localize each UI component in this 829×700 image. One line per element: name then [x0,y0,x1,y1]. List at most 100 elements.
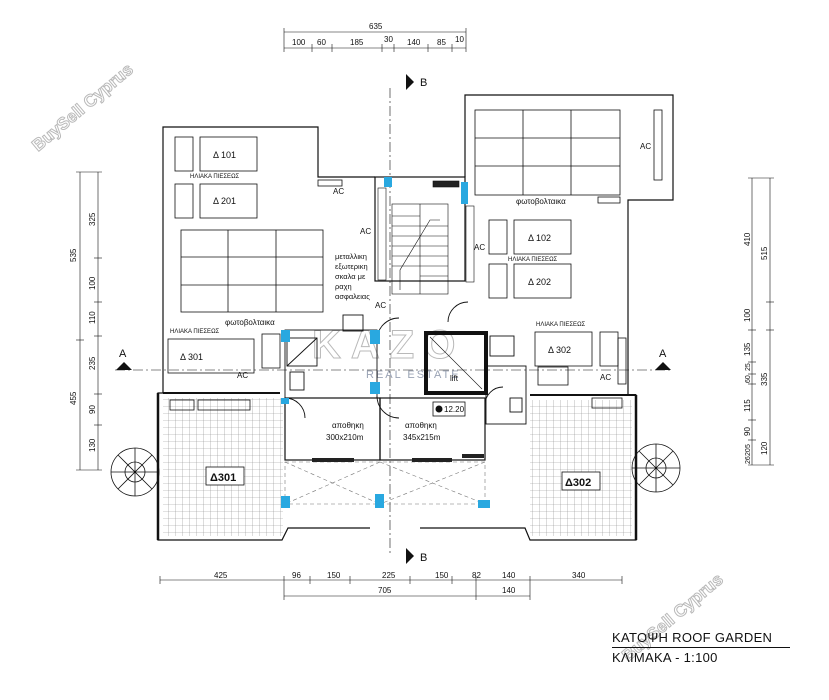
solar-heater-201-tank [174,183,194,219]
level-marker-icon [435,405,443,413]
dim-top-seg-3: 185 [350,38,364,47]
solar-heater-301 [167,338,255,374]
solar-heater-201 [199,183,258,219]
stair-note-line-1: μεταλλικη [335,252,367,261]
dim-left-325: 325 [88,212,97,226]
terrace-right-label: Δ302 [565,477,591,489]
dim-top-seg-7: 10 [455,35,464,44]
solar-heater-202-tank [488,263,508,299]
pergola-area [284,461,486,505]
ac-label-left-2: AC [237,371,248,380]
dim-right-100: 100 [743,308,752,322]
solar-heater-102 [513,219,572,255]
ac-unit-right-2 [597,196,621,204]
title-block: ΚΑΤΟΨΗ ROOF GARDEN ΚΛΙΜΑΚΑ - 1:100 [612,630,812,665]
dim-top-seg-5: 140 [407,38,421,47]
title-rule [612,647,790,648]
stair [391,203,449,295]
ac-label-right-2: AC [600,373,611,382]
stair-note-line-5: ασφαλειας [335,292,370,301]
level-marker: 12.20 [444,405,465,414]
dim-bottom-96: 96 [292,571,301,580]
solar-label-right: ΗΛΙΑΚΑ ΠΙΕΣΕΩΣ [508,257,558,263]
ac-label-core-right: AC [474,243,485,252]
room-d202: Δ 202 [528,277,551,287]
dim-right-515: 515 [760,246,769,260]
section-marker-a-left [116,362,132,370]
dim-left-110: 110 [88,311,97,324]
ac-unit-right-5 [591,397,623,409]
terrace-right-label-box [561,471,601,491]
drawing-scale: ΚΛΙΜΑΚΑ - 1:100 [612,650,718,665]
dim-right-115: 115 [743,399,752,412]
section-marker-b-top [406,74,414,90]
dim-right-20: 20 [745,448,752,456]
storage-left-name: αποθηκη [332,421,364,430]
dim-top-seg-4: 30 [384,35,393,44]
terrace-left-label-box [205,466,245,486]
dim-left-455: 455 [69,391,78,405]
ac-unit-right-4 [537,366,569,386]
stair-note-line-4: ραχη [335,282,352,291]
ac-unit-left-2 [169,399,195,411]
terrace-left-label: Δ301 [210,472,236,484]
dim-bottom-150a: 150 [327,571,341,580]
dim-bottom-140a: 140 [502,571,516,580]
stair-note-line-2: εξωτερικη [335,262,368,271]
dim-bottom-425: 425 [214,571,228,580]
dim-top-total: 635 [369,22,383,31]
dim-bottom-150b: 150 [435,571,449,580]
ac-label-core-mid: AC [375,301,386,310]
solar-heater-301-tank [261,333,281,369]
watermark-left: BuySell Cyprus [28,60,136,155]
level-marker-box [432,401,466,417]
ac-label-core-left: AC [360,227,371,236]
dim-left-130: 130 [88,438,97,452]
drawing-title: ΚΑΤΟΨΗ ROOF GARDEN [612,630,773,645]
ac-unit-right-top [653,109,663,181]
dim-right-26: 26 [745,456,752,464]
openings [312,454,484,462]
dimension-bottom [159,576,623,600]
room-d102: Δ 102 [528,233,551,243]
watermark-real-estate: REAL ESTATE [366,369,461,381]
ac-label-right-top: AC [640,142,651,151]
dim-bottom-340: 340 [572,571,586,580]
dimension-right [748,177,774,466]
section-marker-a-right [655,362,671,370]
dim-bottom-140b: 140 [502,586,516,595]
stair-note-line-3: σκαλα με [335,272,366,281]
solar-heater-101 [199,136,258,172]
columns [281,177,490,508]
storage-left-size: 300x210m [326,433,364,442]
dim-left-90: 90 [88,405,97,414]
solar-label-left: ΗΛΙΑΚΑ ΠΙΕΣΕΩΣ [190,174,240,180]
solar-heater-101-tank [174,136,194,172]
dim-top-seg-1: 100 [292,38,306,47]
pv-label-right: φωτοβολταικα [516,197,566,206]
ac-unit-core-top [432,180,460,188]
storage-right-size: 345x215m [403,433,441,442]
planter-right [631,443,681,493]
section-label-a-right: A [659,348,667,360]
solar-heater-302 [534,331,593,367]
dim-right-135: 135 [743,342,752,356]
dim-bottom-705: 705 [378,586,392,595]
dim-right-90: 90 [743,427,752,436]
ac-unit-core-left [377,187,387,281]
room-d301: Δ 301 [180,352,203,362]
dim-bottom-82: 82 [472,571,481,580]
stair-note: μεταλλικη εξωτερικη σκαλα με ραχη ασφαλε… [335,252,370,301]
room-d101: Δ 101 [213,150,236,160]
room-d302: Δ 302 [548,345,571,355]
lift-label: lift [450,374,459,383]
ac-unit-right-3 [617,337,627,385]
lift-cross-1 [429,336,483,390]
section-label-b-bottom: B [420,552,427,564]
dimension-left [76,171,102,471]
dim-right-25: 25 [745,363,752,371]
solar-heater-302-tank [599,331,619,367]
solar-label-left-2: ΗΛΙΑΚΑ ΠΙΕΣΕΩΣ [170,329,220,335]
dim-right-410: 410 [743,232,752,246]
